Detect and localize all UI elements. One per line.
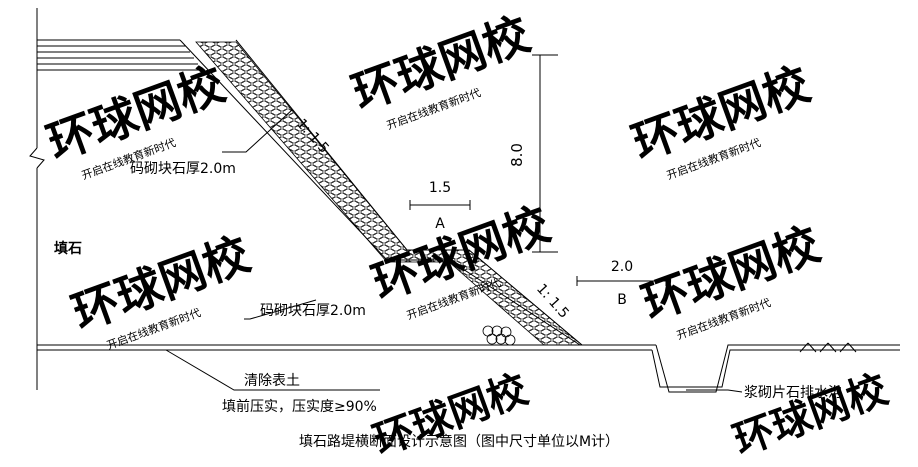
fill-stone-label: 填石 (54, 240, 82, 257)
dimension-a (409, 200, 471, 210)
height-dimension (532, 54, 558, 253)
ground-hatch (799, 342, 857, 353)
leader-lines (165, 109, 743, 393)
masonry-stone-band (195, 41, 584, 346)
masonry-lower-label: 码砌块石厚2.0m (260, 303, 366, 319)
clear-surface-label: 清除表土 (244, 373, 300, 389)
toe-boulders (482, 325, 516, 346)
height-dimension-label: 8.0 (508, 143, 526, 167)
dimension-a-letter: A (435, 216, 445, 232)
diagram-caption: 填石路堤横断面设计示意图（图中尺寸单位以M计） (299, 433, 619, 450)
dimension-b-letter: B (617, 292, 627, 308)
dimension-b (576, 276, 667, 286)
masonry-upper-label: 码砌块石厚2.0m (130, 161, 236, 177)
watermark-brand: 环球网校 (728, 366, 894, 464)
dimension-a-value: 1.5 (429, 180, 451, 196)
drain-label: 浆砌片石排水沟 (744, 385, 842, 401)
compaction-label: 填前压实，压实度≥90% (222, 398, 377, 415)
dimension-b-value: 2.0 (611, 259, 633, 275)
